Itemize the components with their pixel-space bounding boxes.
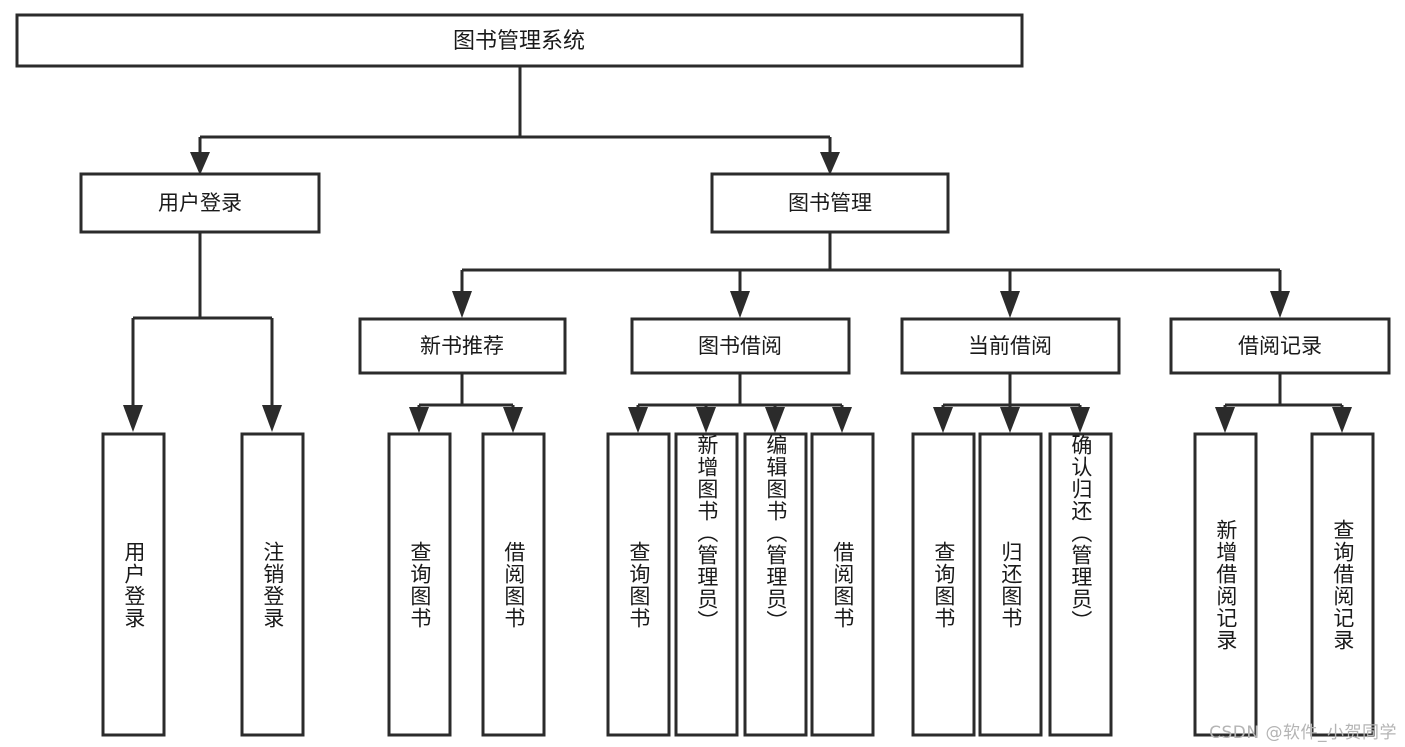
node-book-borrow-label: 图书借阅 xyxy=(698,334,782,358)
leaf-box-br-add-record[interactable] xyxy=(1193,432,1258,737)
node-borrow-records-box[interactable] xyxy=(1169,317,1391,375)
arrow-to-leaf-logout xyxy=(262,405,282,432)
node-user-login-box[interactable] xyxy=(79,172,321,234)
arrow-to-book-mgmt xyxy=(820,152,840,175)
node-new-book-recommend-label: 新书推荐 xyxy=(420,334,504,358)
node-book-management-label: 图书管理 xyxy=(788,191,872,215)
leaf-box-bb-query-book[interactable] xyxy=(606,432,671,737)
arrow-to-cb-confirm-return xyxy=(1070,407,1090,433)
arrow-to-book-borrow xyxy=(730,291,750,318)
node-book-management[interactable]: 图书管理 xyxy=(710,172,950,234)
connector-layer xyxy=(123,65,1352,433)
node-new-book-recommend-box[interactable] xyxy=(358,317,567,375)
node-layer: 图书管理系统 用户登录 图书管理 新书推荐 图书借阅 xyxy=(15,13,1391,737)
node-current-borrow[interactable]: 当前借阅 xyxy=(900,317,1121,375)
node-book-borrow-box[interactable] xyxy=(630,317,851,375)
node-root-box[interactable] xyxy=(15,13,1024,68)
leaf-box-bb-borrow-book[interactable] xyxy=(810,432,875,737)
arrow-to-bb-query-book xyxy=(628,407,648,433)
node-book-borrow[interactable]: 图书借阅 xyxy=(630,317,851,375)
leaf-box-cb-query-book[interactable] xyxy=(911,432,976,737)
arrow-to-borrow-records xyxy=(1270,291,1290,318)
leaf-box-bb-edit-book[interactable] xyxy=(743,432,808,737)
leaf-box-bb-add-book[interactable] xyxy=(674,432,739,737)
node-borrow-records-label: 借阅记录 xyxy=(1238,334,1322,358)
leaf-box-logout[interactable] xyxy=(240,432,305,737)
leaf-box-cb-confirm-return[interactable] xyxy=(1048,432,1113,737)
arrow-to-cb-query-book xyxy=(933,407,953,433)
node-book-management-box[interactable] xyxy=(710,172,950,234)
arrow-to-nb-query-book xyxy=(409,407,429,433)
arrow-to-bb-borrow-book xyxy=(832,407,852,433)
arrow-to-user-login xyxy=(190,152,210,175)
node-current-borrow-label: 当前借阅 xyxy=(968,334,1052,358)
arrow-to-bb-add-book xyxy=(696,407,716,433)
node-borrow-records[interactable]: 借阅记录 xyxy=(1169,317,1391,375)
node-current-borrow-box[interactable] xyxy=(900,317,1121,375)
node-new-book-recommend[interactable]: 新书推荐 xyxy=(358,317,567,375)
node-user-login[interactable]: 用户登录 xyxy=(79,172,321,234)
arrow-to-current-borrow xyxy=(1000,291,1020,318)
node-root-label: 图书管理系统 xyxy=(453,29,585,54)
leaf-box-cb-return-book[interactable] xyxy=(978,432,1043,737)
arrow-to-cb-return-book xyxy=(1000,407,1020,433)
arrow-to-nb-borrow-book xyxy=(503,407,523,433)
arrow-to-br-query-record xyxy=(1332,407,1352,433)
leaf-box-br-query-record[interactable] xyxy=(1310,432,1375,737)
arrow-to-leaf-user-login xyxy=(123,405,143,432)
leaf-box-user-login[interactable] xyxy=(101,432,166,737)
arrow-to-bb-edit-book xyxy=(765,407,785,433)
arrow-to-br-add-record xyxy=(1215,407,1235,433)
leaf-box-nb-query-book[interactable] xyxy=(387,432,452,737)
arrow-to-new-books xyxy=(452,291,472,318)
node-root[interactable]: 图书管理系统 xyxy=(15,13,1024,68)
node-user-login-label: 用户登录 xyxy=(158,191,242,215)
leaf-box-nb-borrow-book[interactable] xyxy=(481,432,546,737)
